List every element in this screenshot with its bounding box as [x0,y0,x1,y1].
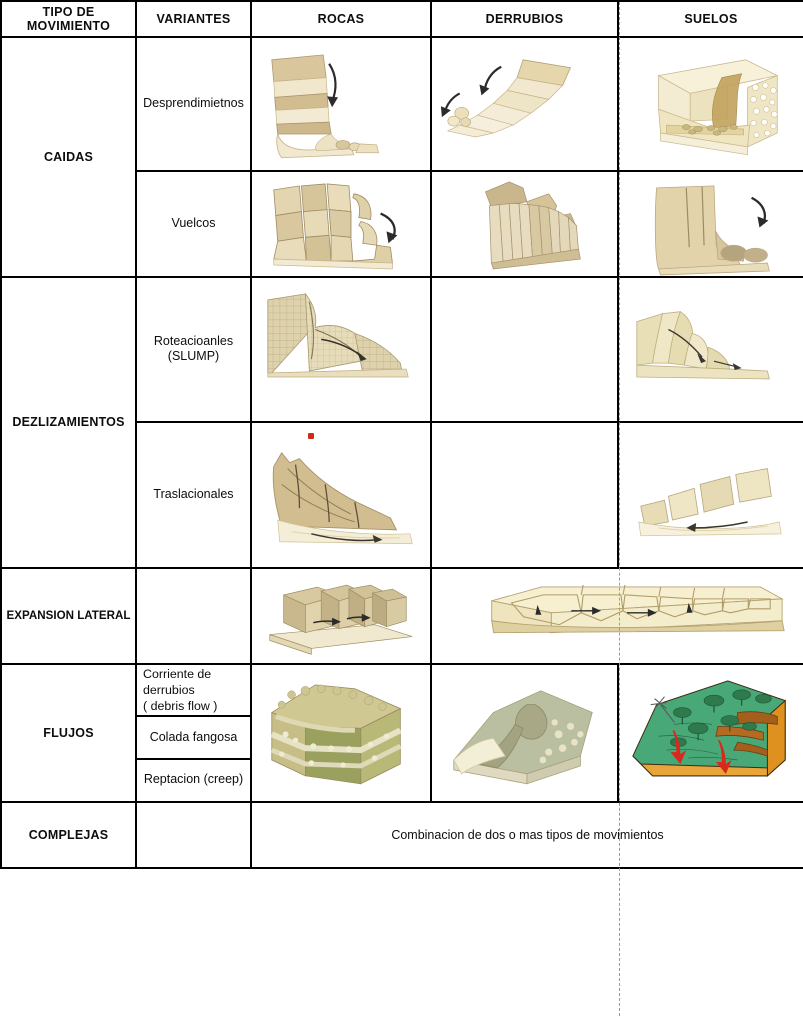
header-derrubios: DERRUBIOS [430,0,619,39]
illustration-cell-rotacional-rocas [250,275,432,424]
variant-rotacionales-line1: Roteacioanles [153,333,234,348]
illustration-cell-flujo-derrubios [430,663,619,803]
lateral-spread-rock-blocks-icon [269,584,413,655]
illustration-cell-traslacional-suelos [617,421,803,569]
complejas-description: Combinacion de dos o mas tipos de movimi… [250,800,803,870]
illustration-cell-caidas-derrubios [430,36,619,172]
table-row-flujos-debris: FLUJOS Corriente de derrubios ( debris f… [0,663,803,803]
table-row-rotacionales: DEZLIZAMIENTOS Roteacioanles (SLUMP) [0,275,803,569]
category-caidas: CAIDAS [0,36,137,278]
illustration-cell-caidas-suelos [617,36,803,172]
empty-cell-icon [432,423,617,567]
soil-topple-icon [654,185,770,276]
illustration-cell-flujo-rocas [250,663,432,803]
debris-flow-block-icon [270,684,402,785]
translational-rockslide-icon [272,452,413,545]
empty-cell-icon [432,278,617,422]
variant-corriente-line2: derrubios [143,683,195,698]
illustration-cell-traslacional-rocas [250,421,432,569]
rotational-rockslide-icon [267,292,409,377]
variant-corriente-line1: Corriente de [143,667,212,682]
header-variantes: VARIANTES [135,0,252,39]
lateral-spread-soil-icon [491,584,785,633]
table-row-flujos-colada: Colada fangosa [1,715,803,760]
variant-complejas [135,800,252,870]
header-tipo-line1: TIPO DE [42,4,95,19]
rotational-soil-slump-icon [636,310,770,379]
table-row-traslacionales: Traslacionales [1,421,803,569]
illustration-cell-flujo-suelos [617,663,803,803]
header-suelos: SUELOS [617,0,803,39]
illustration-cell-vuelcos-suelos [617,169,803,278]
illustration-cell-expansion-suelos [430,566,803,666]
variant-desprendimientos: Desprendimietnos [135,36,252,172]
soil-fall-block-icon [657,59,779,156]
illustration-cell-vuelcos-derrubios [430,169,619,278]
creep-vegetated-slope-icon [632,680,786,778]
debris-topple-columns-icon [484,181,581,270]
mudflow-block-icon [453,690,593,785]
variant-vuelcos: Vuelcos [135,169,252,278]
header-tipo-line2: MOVIMIENTO [26,19,111,33]
category-deslizamientos: DEZLIZAMIENTOS [0,275,137,569]
table-row-desprendimientos: CAIDAS Desprendimietnos [0,36,803,278]
header-rocas: ROCAS [250,0,432,39]
illustration-cell-expansion-rocas [250,566,432,666]
table-row-complejas: COMPLEJAS Combinacion de dos o mas tipos… [0,800,803,870]
variant-colada-fangosa: Colada fangosa [135,715,252,760]
variant-rotacionales-line2: (SLUMP) [167,349,220,364]
rockfall-cliff-icon [271,54,380,159]
variant-expansion-lateral [135,566,252,666]
header-tipo-movimiento: TIPO DE MOVIMIENTO [0,0,137,39]
variant-corriente-derrubios: Corriente de derrubios ( debris flow ) [135,663,252,718]
illustration-cell-rotacional-derrubios [430,275,619,424]
table-row-expansion-lateral: EXPANSION LATERAL [0,566,803,666]
category-expansion-lateral: EXPANSION LATERAL [0,566,137,666]
category-flujos: FLUJOS [0,663,137,803]
illustration-cell-traslacional-derrubios [430,421,619,569]
table-header-row: TIPO DE MOVIMIENTO VARIANTES ROCAS DERRU… [0,0,803,39]
illustration-cell-caidas-rocas [250,36,432,172]
red-dot-marker [308,433,314,439]
variant-rotacionales: Roteacioanles (SLUMP) [135,275,252,424]
table-row-flujos-reptacion: Reptacion (creep) [1,757,803,803]
translational-soil-slide-icon [638,468,782,537]
table-row-vuelcos: Vuelcos [1,169,803,278]
variant-traslacionales: Traslacionales [135,421,252,569]
variant-corriente-line3: ( debris flow ) [143,699,218,714]
matrix-table: TIPO DE MOVIMIENTO VARIANTES ROCAS DERRU… [0,0,803,870]
debris-fall-slope-icon [440,59,572,138]
category-complejas: COMPLEJAS [0,800,137,870]
illustration-cell-rotacional-suelos [617,275,803,424]
variant-reptacion-creep: Reptacion (creep) [135,757,252,803]
rock-topple-blocks-icon [273,183,398,270]
illustration-cell-vuelcos-rocas [250,169,432,278]
